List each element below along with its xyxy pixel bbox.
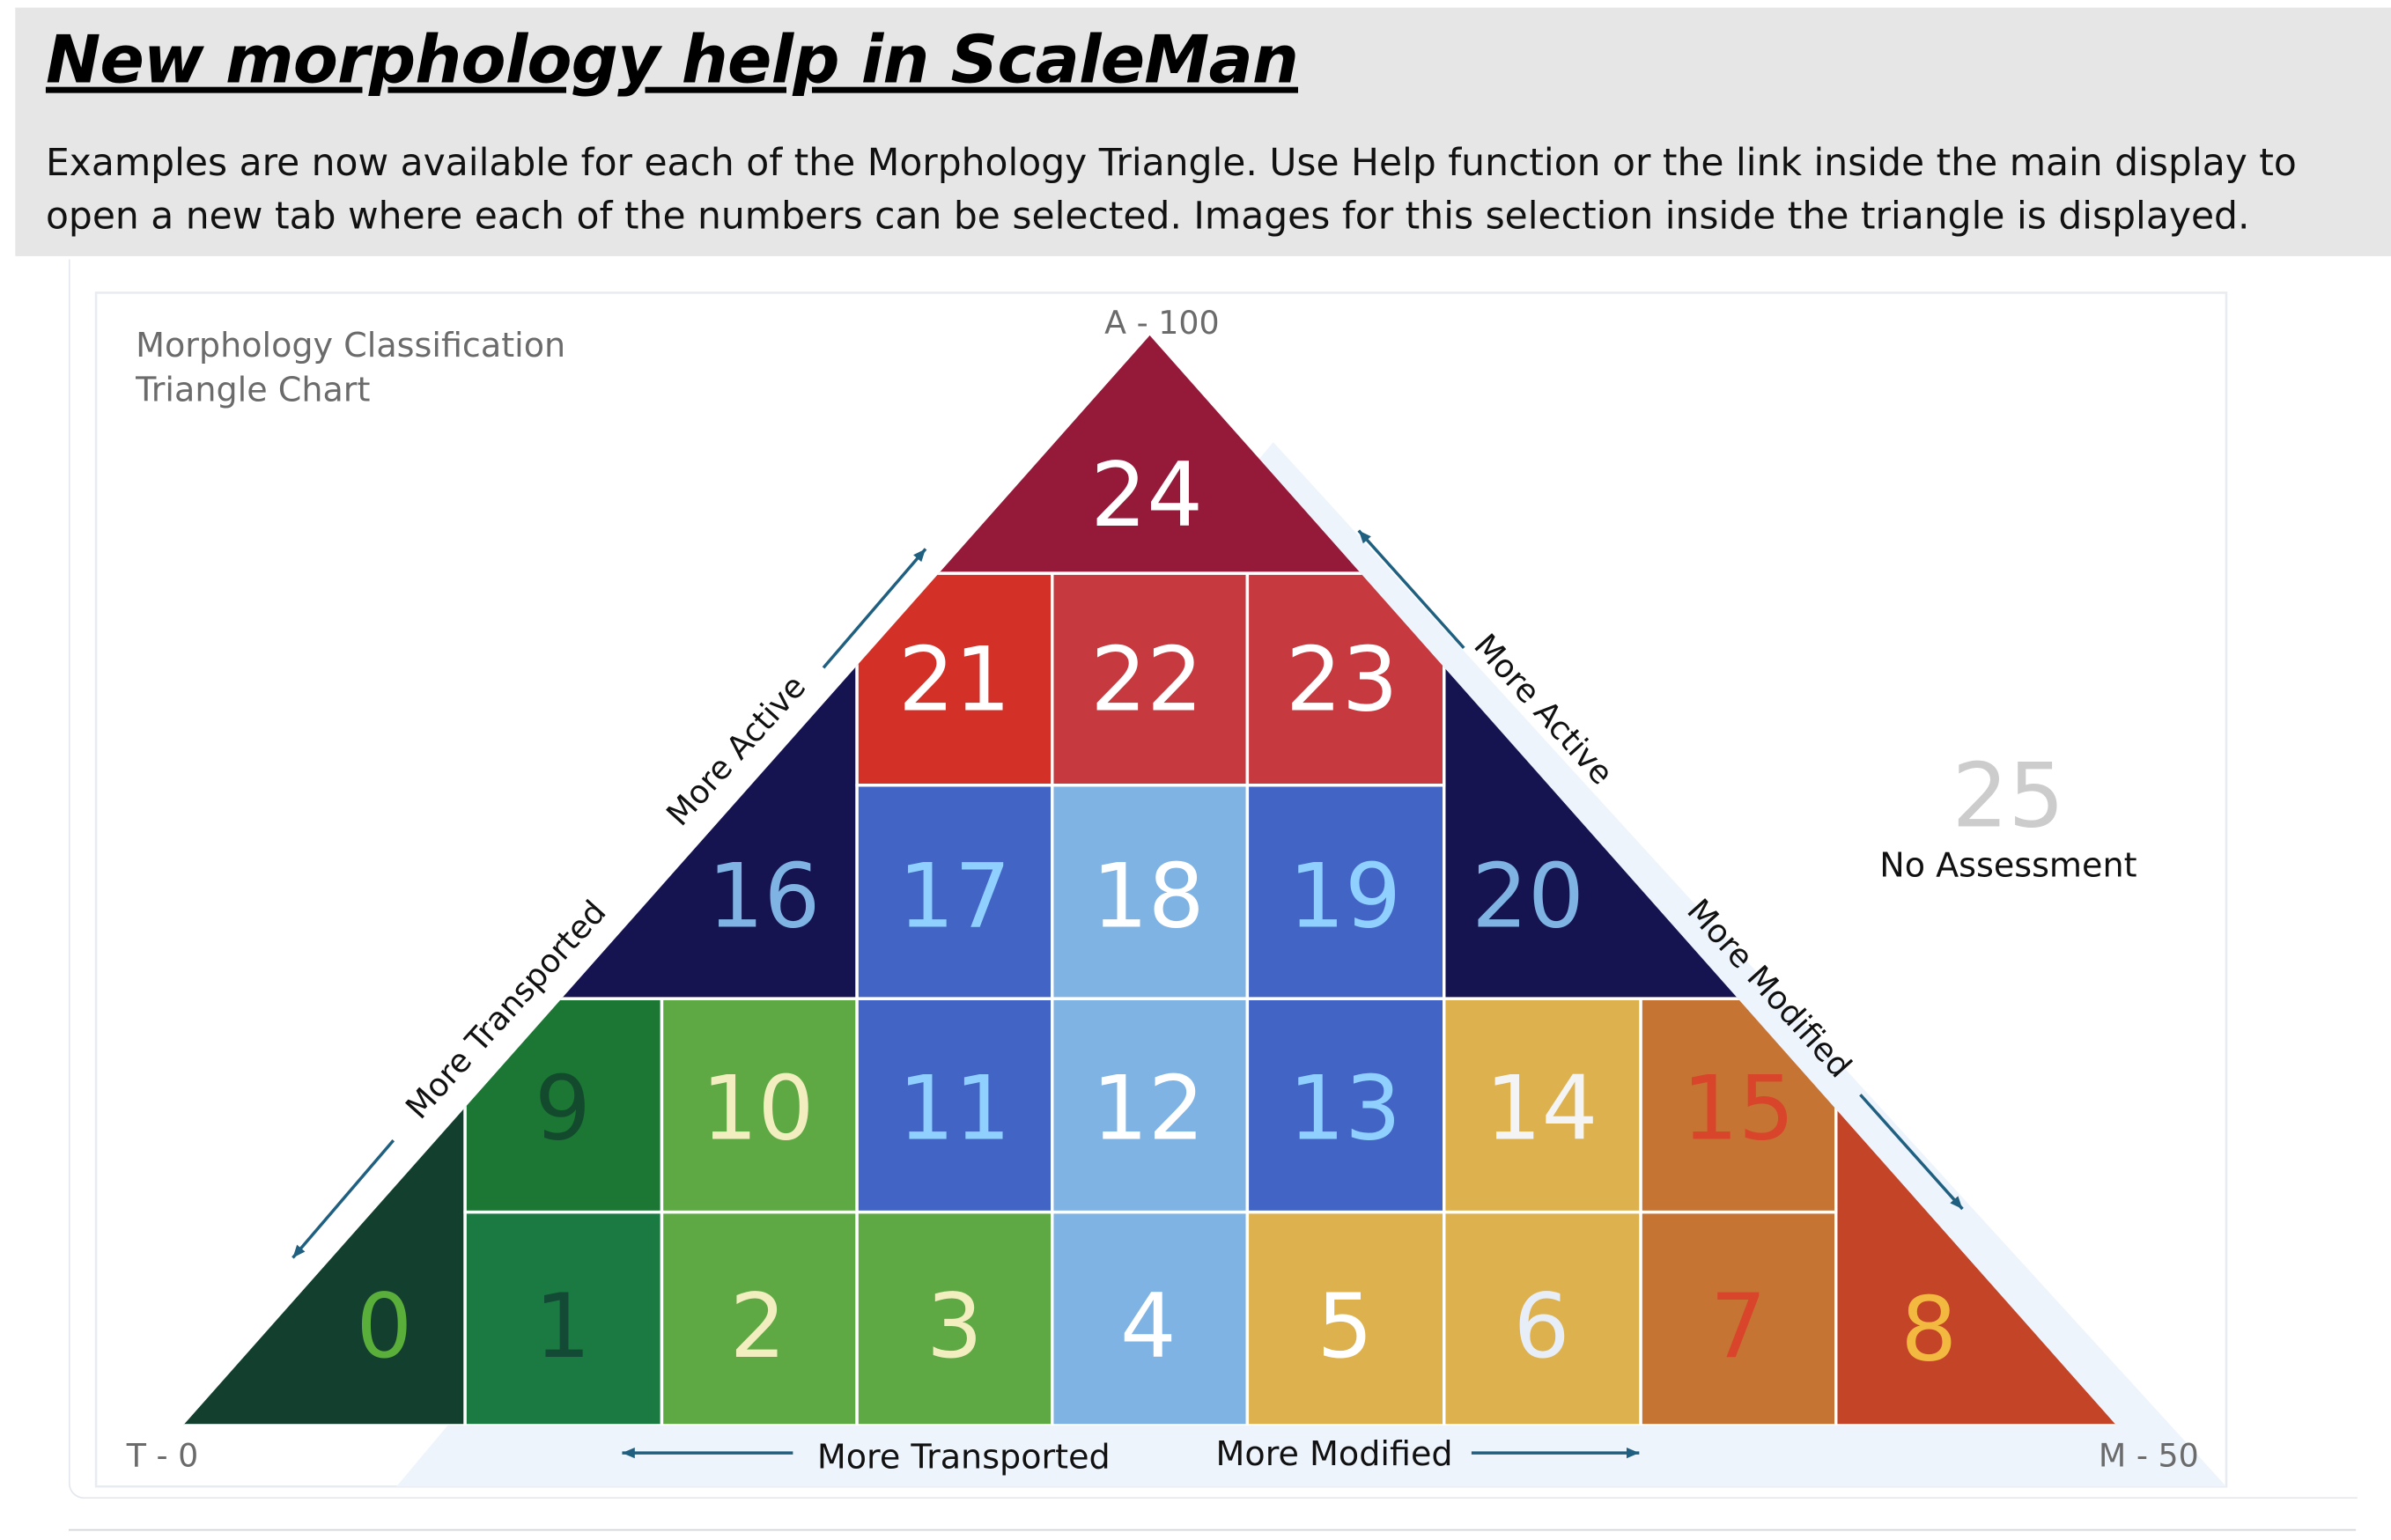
arrow-right-lower-icon (1859, 1094, 1964, 1211)
cell-number-12[interactable]: 12 (1092, 1057, 1205, 1160)
cell-number-11[interactable]: 11 (898, 1057, 1011, 1160)
cell-number-3[interactable]: 3 (926, 1275, 983, 1378)
cell-number-24[interactable]: 24 (1090, 444, 1203, 547)
cell-number-9[interactable]: 9 (535, 1057, 591, 1160)
cell-number-19[interactable]: 19 (1288, 845, 1401, 948)
cell-1[interactable] (463, 1210, 664, 1426)
cell-number-23[interactable]: 23 (1286, 629, 1398, 732)
cell-number-2[interactable]: 2 (730, 1275, 786, 1378)
right-corner-label: M - 50 (2099, 1437, 2199, 1475)
chart-panel (68, 259, 2358, 1499)
cell-number-6[interactable]: 6 (1514, 1275, 1570, 1378)
cell-number-0[interactable]: 0 (356, 1275, 412, 1378)
bottom-left-label: More Transported (817, 1437, 1111, 1476)
arrow-bottom-right-icon (1471, 1448, 1640, 1459)
arrow-bottom-left-icon (622, 1448, 793, 1459)
chart-title-line2: Triangle Chart (135, 370, 370, 409)
cell-number-13[interactable]: 13 (1288, 1057, 1401, 1160)
cell-number-14[interactable]: 14 (1486, 1057, 1598, 1160)
left-corner-label: T - 0 (126, 1437, 199, 1475)
cell-11[interactable] (855, 997, 1054, 1214)
cell-number-21[interactable]: 21 (898, 629, 1011, 732)
cell-number-18[interactable]: 18 (1092, 845, 1205, 948)
arrow-right-upper-icon (1357, 529, 1465, 650)
arrow-left-upper-icon (822, 548, 927, 669)
cell-18[interactable] (1051, 783, 1250, 1000)
divider (68, 1529, 2357, 1531)
cell-number-22[interactable]: 22 (1090, 629, 1203, 732)
cell-14[interactable] (1442, 997, 1642, 1214)
cell-number-16[interactable]: 16 (708, 845, 821, 948)
cell-number-1[interactable]: 1 (535, 1275, 591, 1378)
cell-5[interactable] (1245, 1210, 1446, 1426)
cell-number-20[interactable]: 20 (1472, 845, 1584, 948)
cell-number-8[interactable]: 8 (1900, 1278, 1957, 1381)
header-banner: New morphology help in ScaleMan Examples… (15, 7, 2391, 256)
page-title: New morphology help in ScaleMan (45, 22, 1299, 99)
cell-number-5[interactable]: 5 (1317, 1275, 1373, 1378)
cell-22[interactable] (1051, 571, 1250, 787)
no-assessment-label: No Assessment (1879, 846, 2136, 885)
description-text: Examples are now available for each of t… (45, 140, 2297, 239)
arrow-left-lower-icon (291, 1139, 395, 1259)
cell-number-17[interactable]: 17 (898, 845, 1011, 948)
bottom-right-label: More Modified (1216, 1434, 1453, 1473)
cell-number-15[interactable]: 15 (1682, 1057, 1795, 1160)
cell-number-4[interactable]: 4 (1120, 1275, 1177, 1378)
cell-number-7[interactable]: 7 (1710, 1275, 1767, 1378)
no-assessment-number[interactable]: 25 (1952, 744, 2065, 847)
cell-number-10[interactable]: 10 (702, 1057, 815, 1160)
cell-10[interactable] (660, 997, 859, 1214)
apex-label: A - 100 (1104, 304, 1220, 342)
chart-title-line1: Morphology Classification (136, 326, 565, 365)
